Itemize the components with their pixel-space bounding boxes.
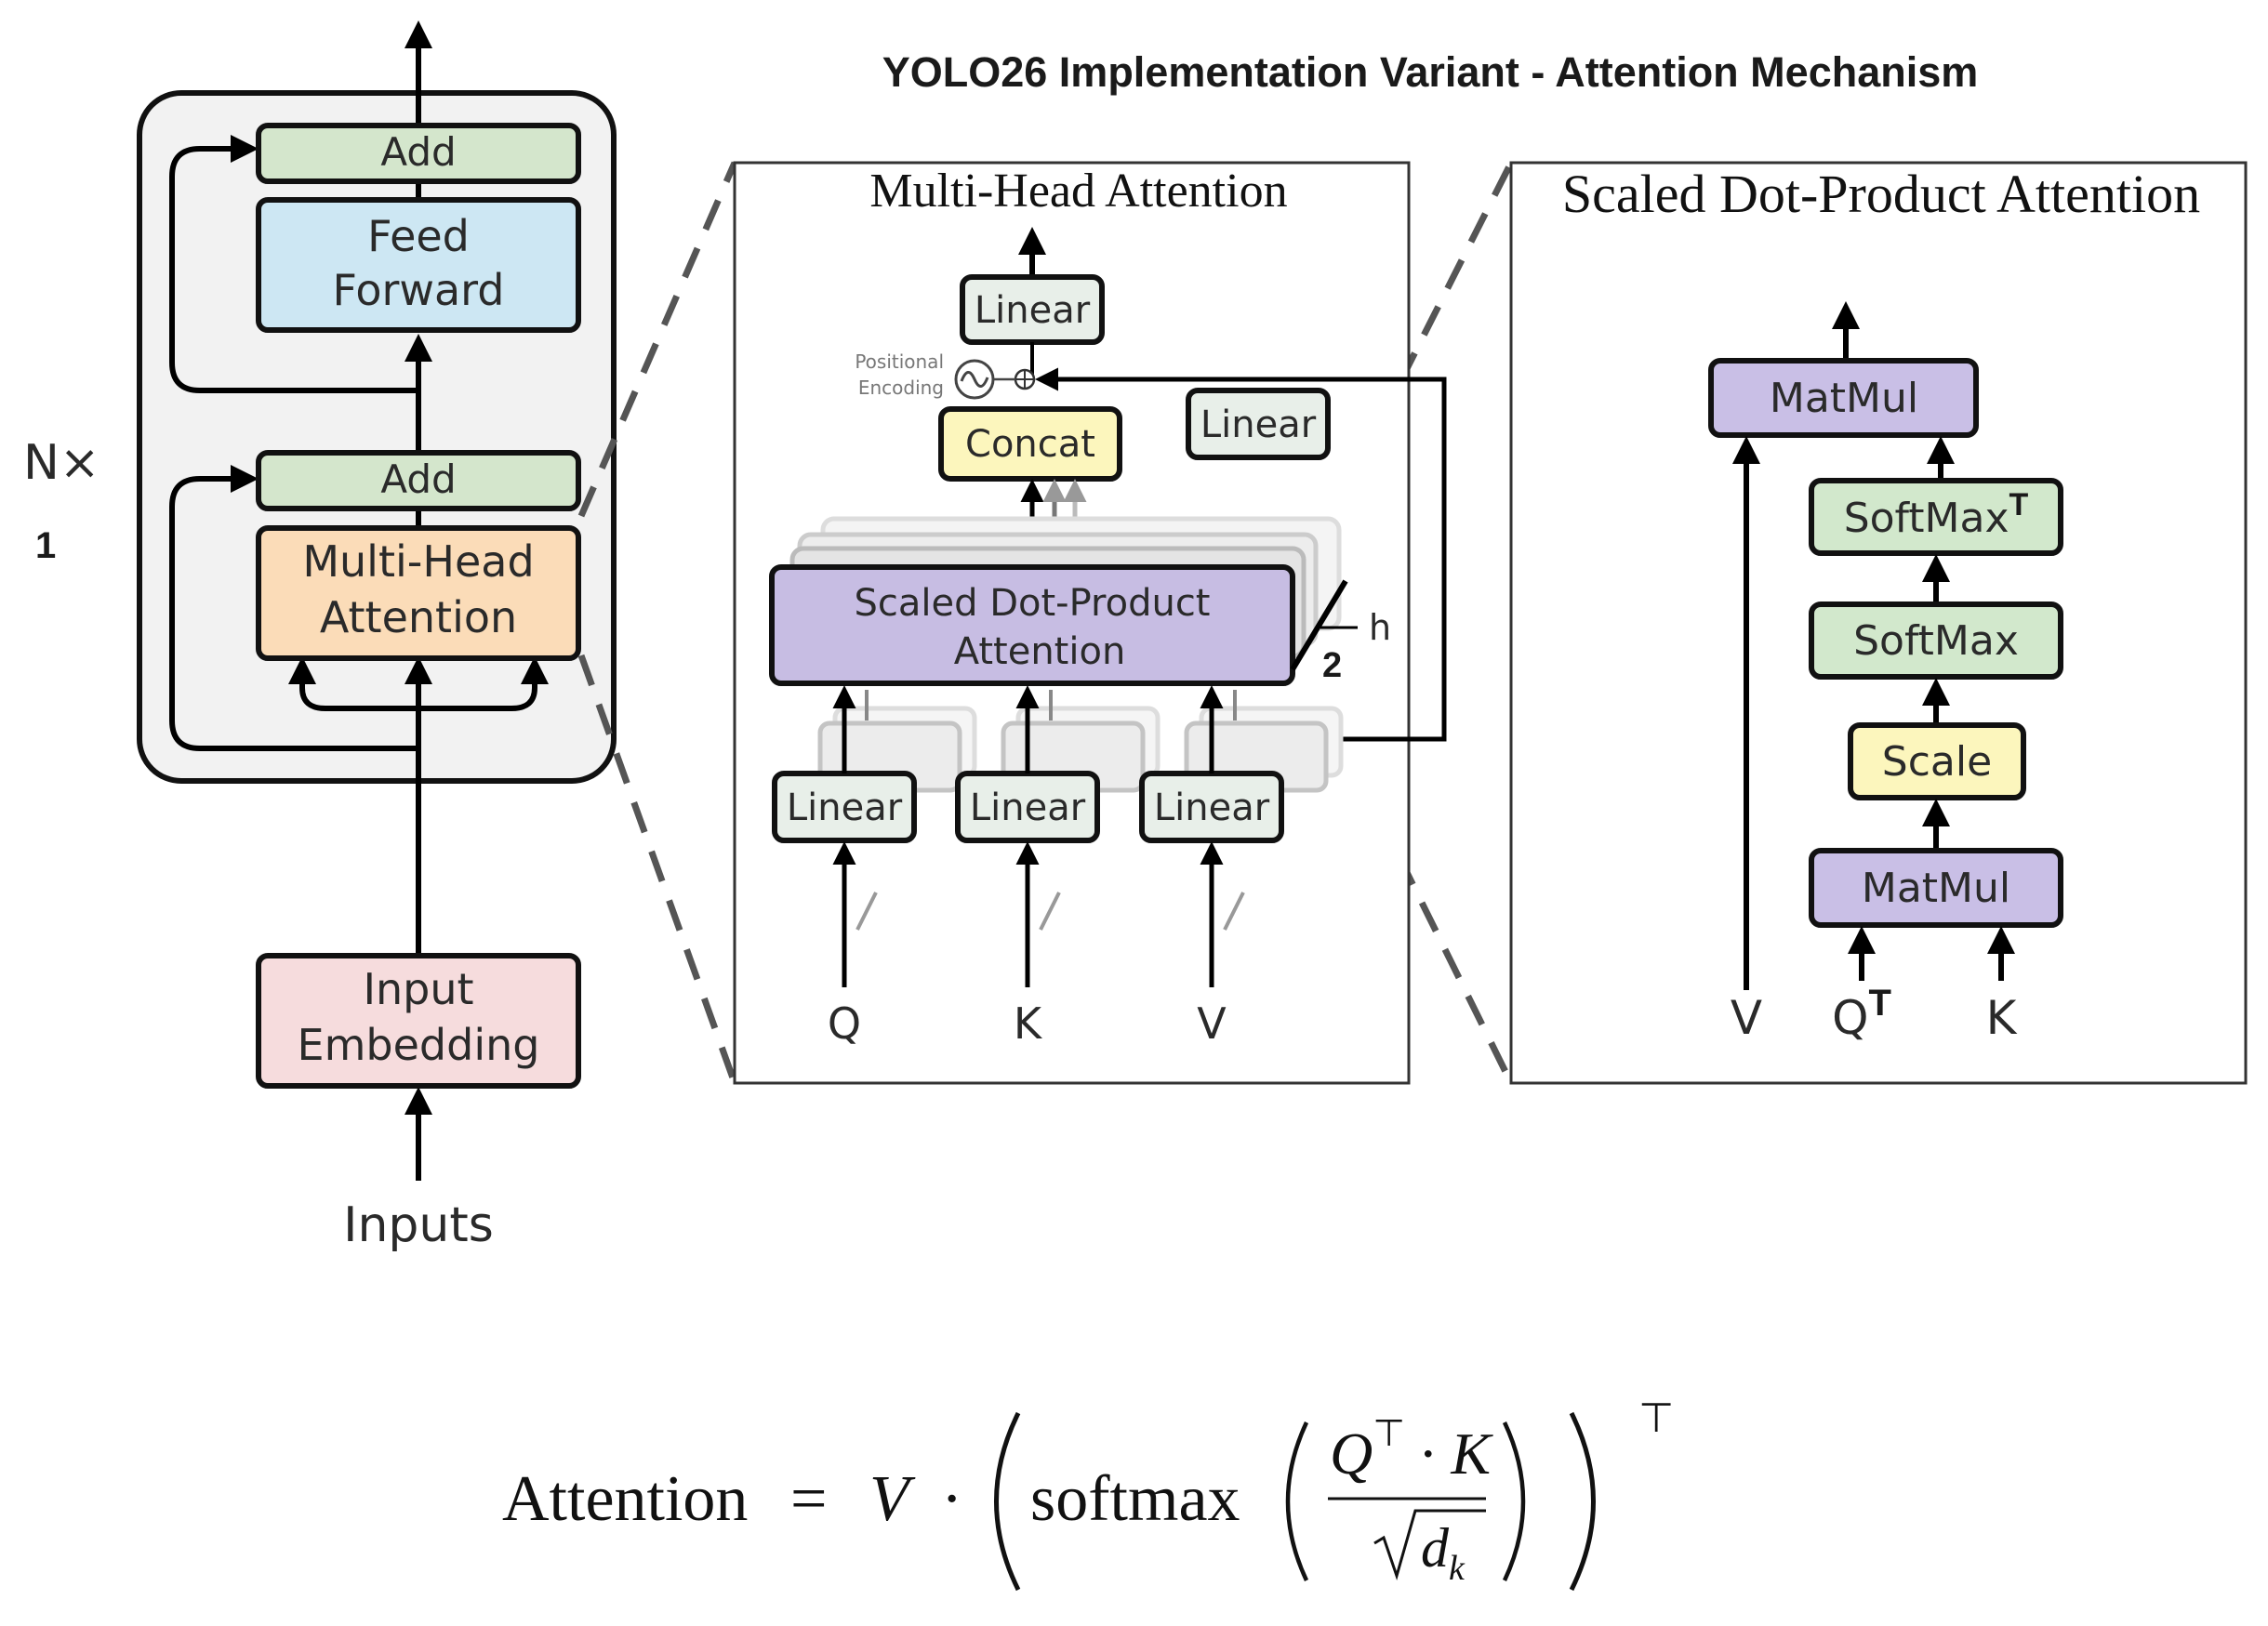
add-bottom-label: Add — [380, 456, 456, 502]
mha-input-q: Q — [828, 998, 861, 1049]
sdpa-panel-title: Scaled Dot-Product Attention — [1562, 164, 2200, 224]
formula-sqrt — [1373, 1509, 1486, 1581]
sdpa-label-1: Scaled Dot-Product — [855, 582, 1211, 625]
encoder-stack: Add Feed Forward Add Multi-Head Attentio… — [23, 20, 617, 1253]
input-embedding-label-1: Input — [363, 964, 473, 1014]
sdpa-input-v: V — [1731, 991, 1762, 1045]
sdpa-input-k: K — [1986, 991, 2018, 1045]
input-embedding-label-2: Embedding — [298, 1020, 540, 1070]
formula-v: V — [869, 1463, 916, 1535]
positional-label-1: Positional — [855, 350, 944, 373]
sdpa-panel: Scaled Dot-Product Attention MatMul Soft… — [1509, 161, 2248, 1085]
matmul-top-label: MatMul — [1770, 375, 1918, 422]
scale-label: Scale — [1882, 738, 1992, 786]
formula-inner-paren-left — [1285, 1421, 1309, 1581]
softmax-label: SoftMax — [1853, 617, 2019, 665]
linear-k-stack: Linear — [955, 706, 1161, 843]
scale-box — [1848, 722, 2026, 800]
softmax-t-superscript: T — [2009, 487, 2029, 522]
heads-label: h — [1369, 607, 1391, 648]
formula-dot: · — [941, 1463, 962, 1535]
softmax-t-label: SoftMaxT — [1844, 487, 2029, 542]
repeat-value: 1 — [35, 525, 56, 566]
multi-head-attention-box — [256, 525, 581, 661]
formula-lhs: Attention — [502, 1463, 748, 1535]
multi-head-panel-title: Multi-Head Attention — [869, 165, 1287, 218]
formula-softmax: softmax — [1030, 1463, 1240, 1535]
multi-head-label-1: Multi-Head — [302, 536, 534, 587]
formula-denominator: dk — [1421, 1517, 1466, 1588]
heads-count: 2 — [1322, 646, 1342, 685]
residual-top — [169, 135, 418, 393]
add-bottom-box — [256, 450, 581, 511]
mha-input-v: V — [1197, 998, 1227, 1049]
formula-numerator: Q⊤·K — [1330, 1412, 1493, 1487]
linear-top-label: Linear — [975, 289, 1091, 332]
heads-bracket — [1290, 579, 1348, 671]
sdpa-input-q: QT — [1832, 983, 1891, 1045]
linear-q-stack: Linear — [772, 706, 977, 843]
mha-input-k: K — [1014, 998, 1043, 1049]
repeat-label: N× — [23, 435, 99, 491]
formula-outer-paren-right — [1569, 1411, 1596, 1592]
linear-q-label: Linear — [787, 787, 903, 829]
linear-v-label: Linear — [1154, 787, 1270, 829]
feed-forward-label-2: Forward — [333, 265, 505, 315]
matmul-top-box — [1708, 358, 1979, 438]
formula-inner-paren-right — [1502, 1421, 1526, 1581]
positional-label-2: Encoding — [858, 377, 944, 399]
inputs-label: Inputs — [343, 1197, 494, 1253]
linear-v-stack: Linear — [1139, 706, 1344, 843]
add-top-label: Add — [380, 129, 456, 175]
feed-forward-box — [256, 197, 581, 333]
linear-side-box — [1186, 388, 1331, 460]
input-embedding-box — [256, 953, 581, 1089]
residual-bottom — [169, 465, 418, 751]
sdpa-box — [769, 564, 1295, 686]
matmul-bottom-label: MatMul — [1862, 865, 2010, 912]
linear-side-label: Linear — [1200, 403, 1317, 446]
formula-outer-transpose: ⊤ — [1638, 1395, 1674, 1441]
mha-input-split — [299, 662, 537, 711]
feed-forward-label-1: Feed — [367, 211, 470, 261]
sdpa-input-q-superscript: T — [1868, 983, 1890, 1024]
softmax-t-box — [1809, 478, 2063, 556]
formula-outer-paren-left — [994, 1411, 1021, 1592]
multi-head-panel: Multi-Head Attention Linear Positional E… — [733, 161, 1447, 1085]
attention-formula: Attention = V · softmax Q⊤·K dk ⊤ — [502, 1395, 1674, 1592]
encoder-layer-frame — [137, 90, 617, 784]
add-top-box — [256, 123, 581, 184]
softmax-box — [1809, 601, 2063, 680]
sdpa-label-2: Attention — [954, 630, 1126, 673]
multi-head-label-2: Attention — [320, 592, 517, 642]
matmul-bottom-box — [1809, 848, 2063, 928]
linear-k-label: Linear — [970, 787, 1086, 829]
formula-equals: = — [790, 1463, 827, 1535]
concat-label: Concat — [965, 423, 1095, 466]
page-title: YOLO26 Implementation Variant - Attentio… — [882, 48, 1979, 96]
